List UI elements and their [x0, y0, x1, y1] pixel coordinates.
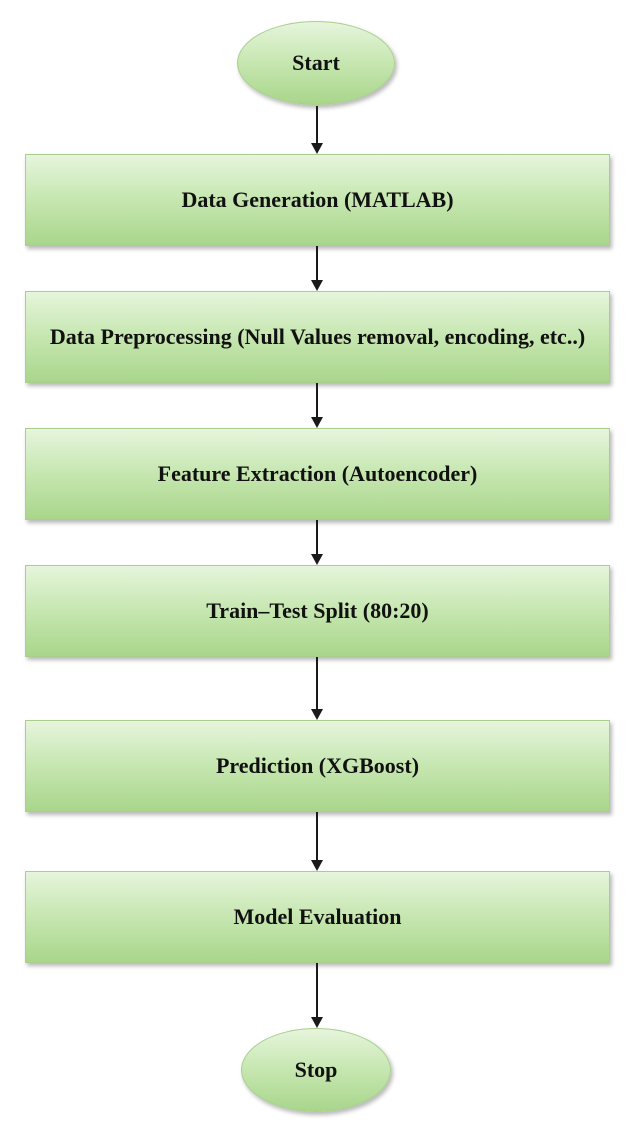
step-1-box: Data Generation (MATLAB)	[25, 154, 610, 246]
arrow-start-to-step-1	[311, 106, 323, 154]
arrow-step-5-to-step-6	[311, 812, 323, 871]
step-5-box: Prediction (XGBoost)	[25, 720, 610, 812]
start-label: Start	[292, 50, 340, 75]
stop-node: Stop	[241, 1028, 391, 1112]
arrow-step-3-to-step-4	[311, 520, 323, 565]
step-3-label: Feature Extraction (Autoencoder)	[157, 460, 478, 486]
arrow-step-4-to-step-5	[311, 657, 323, 720]
step-4-label: Train–Test Split (80:20)	[206, 597, 429, 623]
arrow-step-6-to-stop	[311, 963, 323, 1028]
step-3-box: Feature Extraction (Autoencoder)	[25, 428, 610, 520]
step-6-box: Model Evaluation	[25, 871, 610, 963]
step-5-label: Prediction (XGBoost)	[215, 752, 420, 778]
stop-label: Stop	[294, 1057, 338, 1082]
step-1-label: Data Generation (MATLAB)	[181, 186, 454, 212]
arrow-step-2-to-step-3	[311, 383, 323, 428]
start-node: Start	[237, 21, 395, 105]
step-4-box: Train–Test Split (80:20)	[25, 565, 610, 657]
step-2-box: Data Preprocessing (Null Values removal,…	[25, 291, 610, 383]
step-2-label: Data Preprocessing (Null Values removal,…	[49, 323, 586, 349]
arrow-step-1-to-step-2	[311, 246, 323, 291]
step-6-label: Model Evaluation	[233, 903, 402, 929]
